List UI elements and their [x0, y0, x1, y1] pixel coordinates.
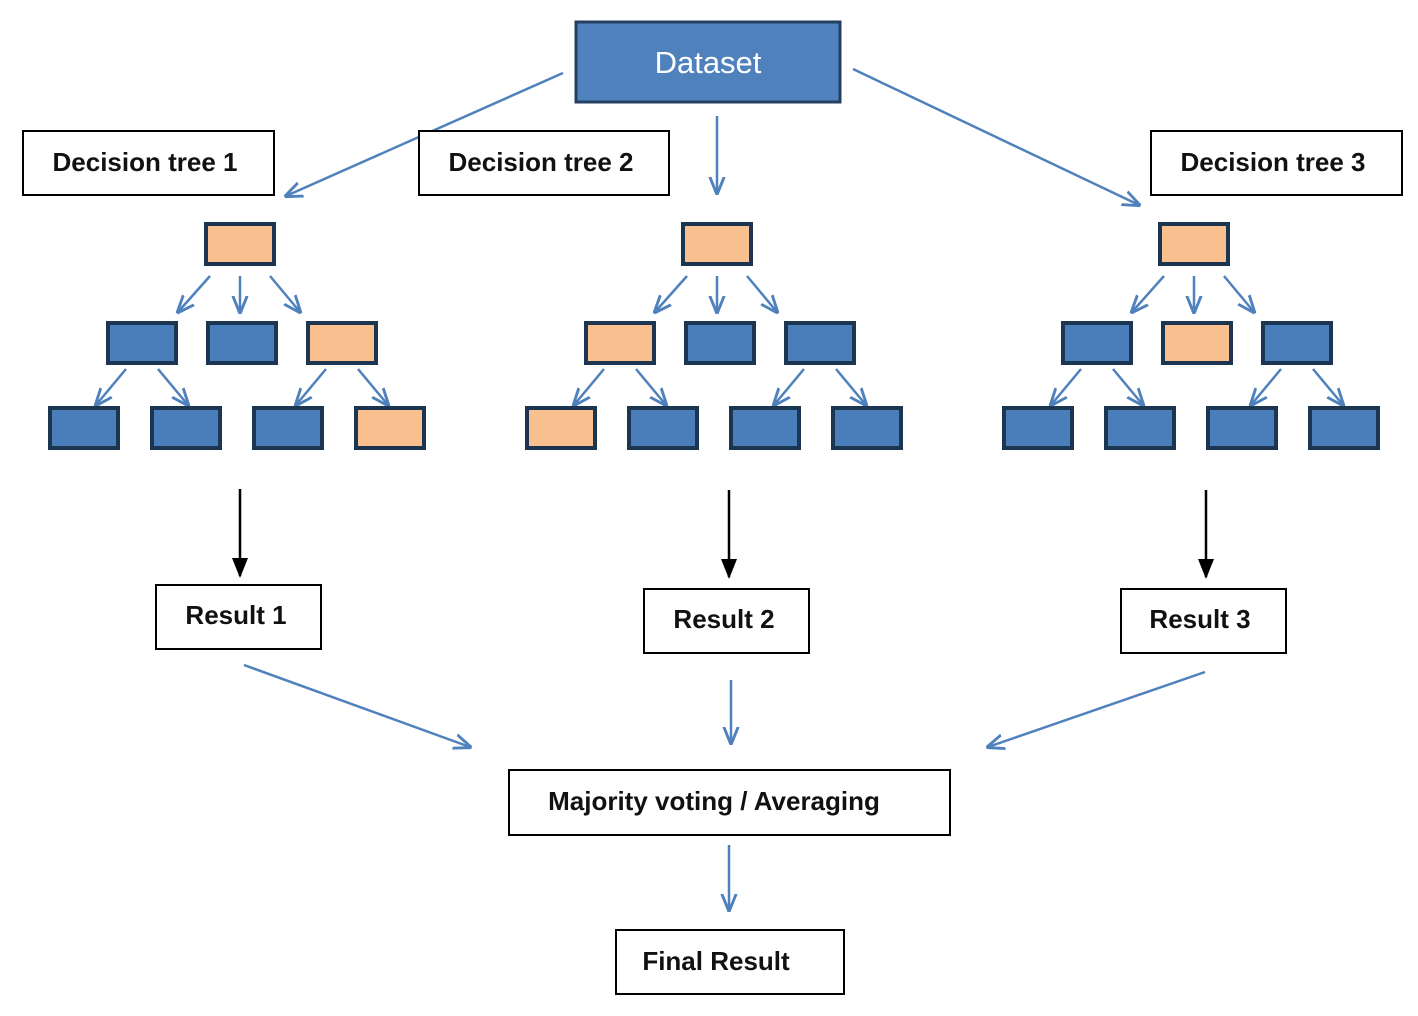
tree-1-label-box: Decision tree 1	[22, 130, 275, 196]
tree-1-level2-node-1	[48, 406, 120, 450]
tree-1-arrow-root-1	[178, 275, 211, 312]
tree-3-arrow-l1-2	[1112, 368, 1143, 405]
tree-3-arrow-l1-3	[1251, 368, 1282, 405]
aggregation-label: Majority voting / Averaging	[548, 786, 880, 816]
tree-2-level1-node-3	[784, 321, 856, 365]
arrow-dataset-to-tree-3	[852, 67, 1139, 205]
tree-3-level1-node-1	[1061, 321, 1133, 365]
result-2-box: Result 2	[643, 588, 810, 654]
tree-3-label: Decision tree 3	[1181, 147, 1366, 177]
tree-3-level2-node-4	[1308, 406, 1380, 450]
arrow-result-1-to-aggregation	[243, 663, 470, 747]
tree-1-arrow-l1-3	[296, 368, 327, 405]
tree-2-arrow-l1-4	[835, 368, 866, 405]
tree-1-level2-node-2	[150, 406, 222, 450]
tree-1-label: Decision tree 1	[53, 147, 238, 177]
tree-1-root-node	[204, 222, 276, 266]
tree-3-arrow-root-3	[1223, 275, 1254, 312]
tree-3-root-node	[1158, 222, 1230, 266]
tree-2-level2-node-4	[831, 406, 903, 450]
tree-3-level2-node-3	[1206, 406, 1278, 450]
tree-3-level2-node-2	[1104, 406, 1176, 450]
tree-2-arrow-l1-3	[774, 368, 805, 405]
tree-1-arrow-l1-1	[96, 368, 127, 405]
tree-2-arrow-root-3	[746, 275, 777, 312]
tree-1-level2-node-3	[252, 406, 324, 450]
tree-3-level2-node-1	[1002, 406, 1074, 450]
tree-1-level1-node-1	[106, 321, 178, 365]
trees-layer	[48, 222, 1380, 450]
tree-2-root-node	[681, 222, 753, 266]
final-result-label: Final Result	[642, 946, 790, 976]
tree-2-label-box: Decision tree 2	[418, 130, 670, 196]
tree-3-arrow-l1-1	[1051, 368, 1082, 405]
arrow-result-3-to-aggregation	[988, 670, 1206, 747]
dataset-box: Dataset	[574, 20, 842, 104]
tree-3-level1-node-2	[1161, 321, 1233, 365]
result-1-box: Result 1	[155, 584, 322, 650]
tree-2-arrow-l1-2	[635, 368, 666, 405]
tree-2-level1-node-2	[684, 321, 756, 365]
tree-1-level2-node-4	[354, 406, 426, 450]
tree-2-level2-node-1	[525, 406, 597, 450]
tree-1-arrow-l1-4	[357, 368, 388, 405]
tree-2-level2-node-2	[627, 406, 699, 450]
tree-3-label-box: Decision tree 3	[1150, 130, 1403, 196]
tree-1-arrow-l1-2	[157, 368, 188, 405]
tree-2-level1-node-1	[584, 321, 656, 365]
tree-1-level1-node-2	[206, 321, 278, 365]
result-1-label: Result 1	[185, 600, 286, 630]
tree-2-arrow-root-1	[655, 275, 688, 312]
tree-2-level2-node-3	[729, 406, 801, 450]
aggregation-box: Majority voting / Averaging	[508, 769, 951, 836]
tree-1-arrow-root-3	[269, 275, 300, 312]
tree-3-level1-node-3	[1261, 321, 1333, 365]
tree-2-label: Decision tree 2	[449, 147, 634, 177]
result-2-label: Result 2	[673, 604, 774, 634]
final-result-box: Final Result	[615, 929, 845, 995]
tree-2-arrow-l1-1	[574, 368, 605, 405]
tree-3-arrow-l1-4	[1312, 368, 1343, 405]
tree-3-arrow-root-1	[1132, 275, 1165, 312]
dataset-label: Dataset	[655, 45, 762, 80]
tree-1-level1-node-3	[306, 321, 378, 365]
result-3-label: Result 3	[1149, 604, 1250, 634]
result-3-box: Result 3	[1120, 588, 1287, 654]
